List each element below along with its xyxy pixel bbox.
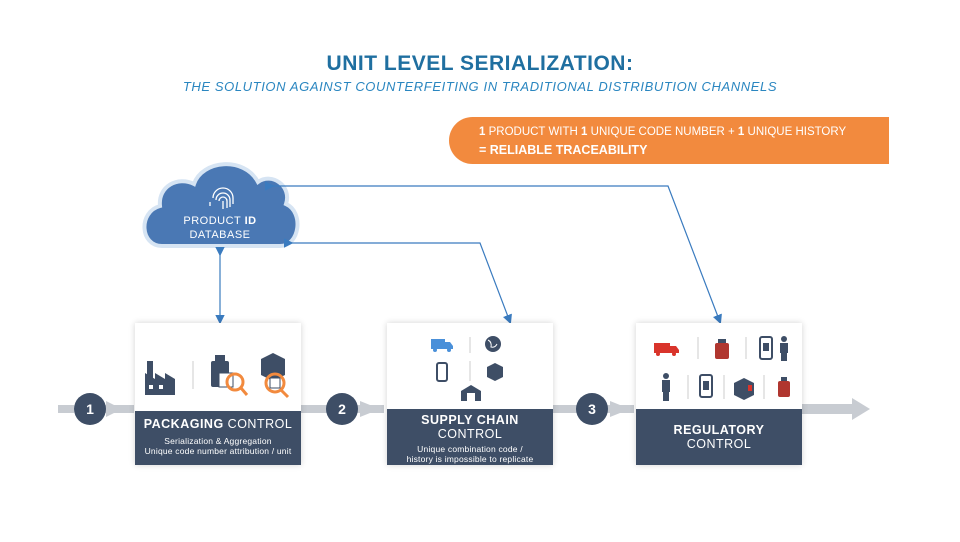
traceability-banner: 1 PRODUCT WITH 1 UNIQUE CODE NUMBER + 1 … [449,117,889,164]
regulatory-title: REGULATORY [673,423,765,437]
phone-scan-icon [759,336,773,360]
packaging-icons [145,353,290,399]
regulatory-icons [654,336,790,401]
supply-chain-control-box: SUPPLY CHAIN CONTROL Unique combination … [387,323,553,465]
database-label: PRODUCT ID DATABASE [183,215,257,241]
red-truck-icon [654,343,679,356]
flow-arrows [58,398,870,420]
phone-icon [436,362,448,382]
packaging-control-box: PACKAGING CONTROL Serialization & Aggreg… [135,323,301,465]
globe-icon [485,336,501,352]
regulatory-footer: REGULATORY CONTROL [636,409,802,465]
truck-icon [431,339,453,352]
fingerprint-icon [209,187,234,209]
regulatory-control-box: REGULATORY CONTROL [636,323,802,465]
regulatory-title-2: CONTROL [686,437,752,451]
supply-chain-title-2: CONTROL [437,427,503,441]
banner-line-2: = RELIABLE TRACEABILITY [479,143,648,157]
step-2-badge: 2 [326,393,358,425]
box-icon [487,363,503,381]
step-1-badge: 1 [74,393,106,425]
packaging-subtitle-2: Unique code number attribution / unit [144,446,292,456]
banner-line-1: 1 PRODUCT WITH 1 UNIQUE CODE NUMBER + 1 … [479,126,847,138]
bottle-icon [715,339,729,359]
phone-icon [699,374,713,398]
bottle-icon [778,377,790,397]
packaging-subtitle-1: Serialization & Aggregation [164,436,272,446]
supply-chain-footer: SUPPLY CHAIN CONTROL Unique combination … [387,409,553,465]
box-scan-icon [261,353,290,399]
flow-arrow-final-head [852,398,870,420]
packaging-title: PACKAGING CONTROL [143,417,293,431]
factory-icon [145,361,175,395]
bottle-scan-icon [211,355,249,396]
supply-chain-subtitle-1: Unique combination code / [417,444,523,454]
box-icon [734,378,754,400]
supply-chain-title: SUPPLY CHAIN [421,413,519,427]
supply-chain-subtitle-2: history is impossible to replicate [406,454,534,464]
diagram-subtitle: THE SOLUTION AGAINST COUNTERFEITING IN T… [182,79,778,94]
warehouse-icon [461,385,481,401]
person-icon [662,373,670,401]
packaging-footer: PACKAGING CONTROL Serialization & Aggreg… [135,411,301,465]
flow-arrow-segment [58,405,74,413]
db-to-supply-connector [283,238,512,325]
step-3-badge: 3 [576,393,608,425]
db-to-regulatory-connector [264,181,722,325]
diagram-title: UNIT LEVEL SERIALIZATION: [326,52,634,75]
police-icon [780,336,788,361]
supply-icons [431,336,503,401]
